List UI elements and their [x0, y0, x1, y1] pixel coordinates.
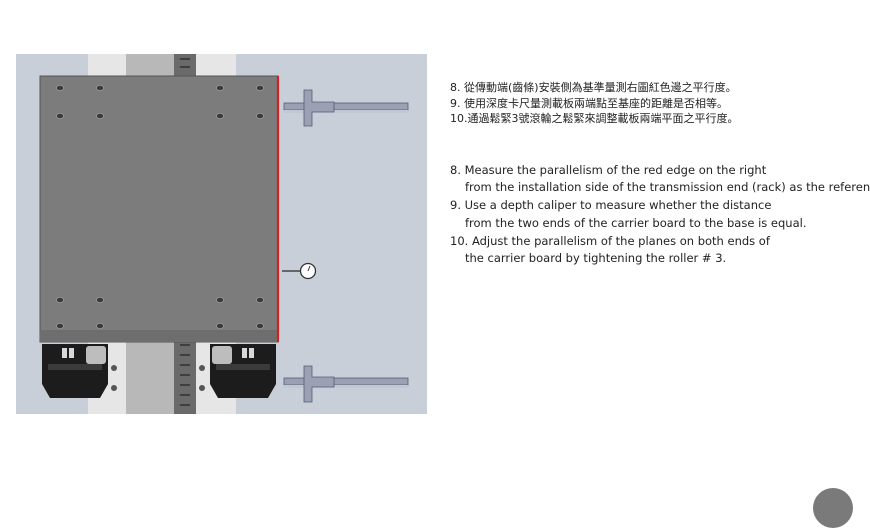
mounting-holes: [56, 84, 264, 329]
en-step-9-line-1: 9. Use a depth caliper to measure whethe…: [450, 198, 772, 213]
en-step-10-line-1: 10. Adjust the parallelism of the planes…: [450, 233, 770, 248]
carrier-plate: [39, 75, 279, 343]
corner-floating-button[interactable]: [813, 488, 853, 528]
dial-indicator: [282, 262, 317, 280]
carrier-board-illustration: [16, 54, 427, 414]
en-step-10-line-2: the carrier board by tightening the roll…: [465, 251, 727, 266]
roller-block-left: [42, 344, 108, 398]
depth-caliper-top: [283, 89, 409, 127]
instructions-chinese: 8. 從傳動端(齒條)安裝側為基準量測右圖紅色邊之平行度。 9. 使用深度卡尺量…: [450, 80, 870, 127]
zh-step-10: 10.通過鬆緊3號滾輪之鬆緊來調整載板兩端平面之平行度。: [450, 112, 739, 125]
depth-caliper-bottom: [283, 365, 409, 403]
instructions-panel: 8. 從傳動端(齒條)安裝側為基準量測右圖紅色邊之平行度。 9. 使用深度卡尺量…: [450, 80, 870, 268]
en-step-9-line-2: from the two ends of the carrier board t…: [465, 215, 807, 230]
zh-step-9: 9. 使用深度卡尺量測載板兩端點至基座的距離是否相等。: [450, 96, 728, 110]
en-step-8-line-1: 8. Measure the parallelism of the red ed…: [450, 162, 767, 177]
instructions-english: 8. Measure the parallelism of the red ed…: [450, 162, 870, 269]
en-step-8-line-2: from the installation side of the transm…: [465, 180, 870, 195]
rail-bolts: [111, 365, 205, 391]
zh-step-8: 8. 從傳動端(齒條)安裝側為基準量測右圖紅色邊之平行度。: [450, 81, 737, 94]
roller-block-right: [210, 344, 276, 398]
